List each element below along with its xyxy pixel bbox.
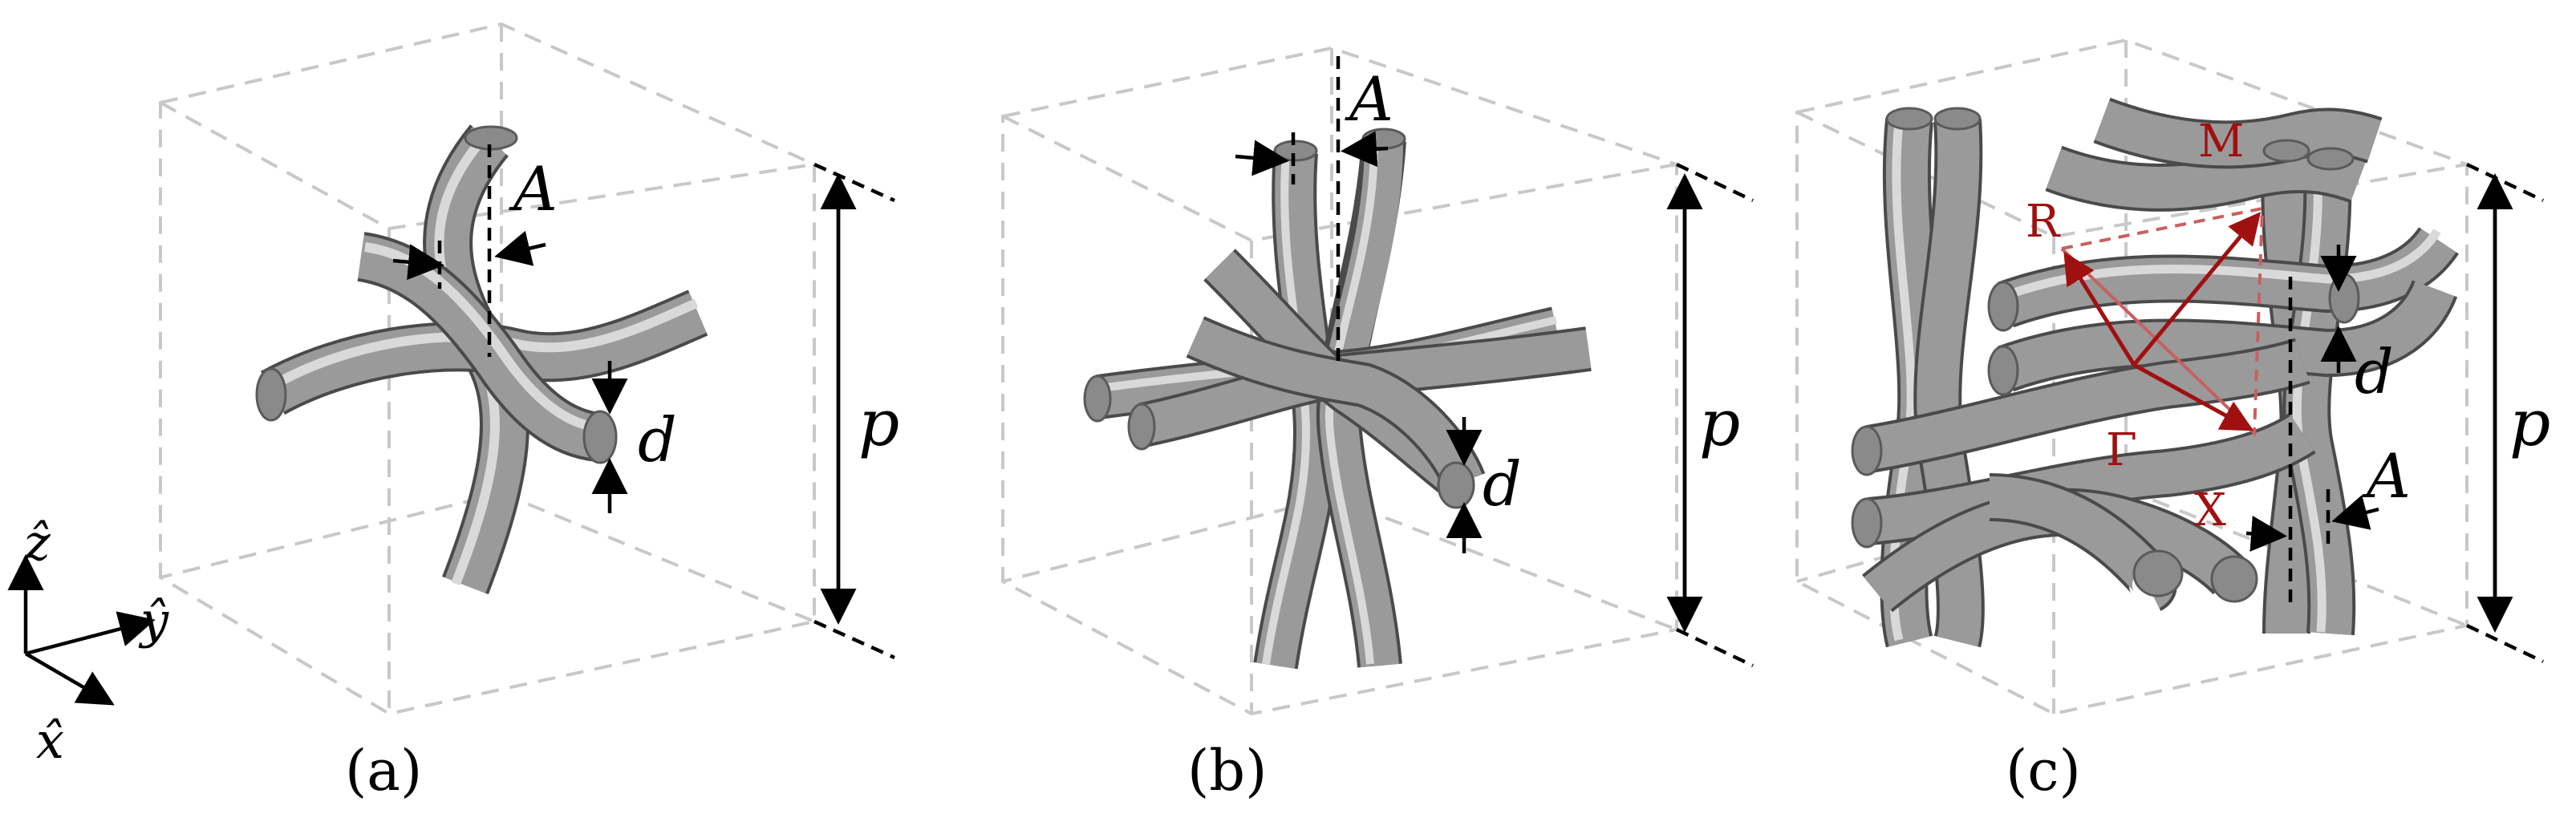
panel-c-label-d: d bbox=[2355, 336, 2394, 407]
panel-c-label-p: p bbox=[2509, 386, 2550, 460]
panel-c-label-gamma: Γ bbox=[2106, 424, 2137, 476]
panel-a-label-d: d bbox=[638, 404, 677, 476]
x-axis-label: x̂ bbox=[36, 711, 64, 770]
panel-c-caption: (c) bbox=[2006, 738, 2081, 804]
panel-c-helical-rods bbox=[1851, 97, 2459, 648]
y-axis-arrow bbox=[25, 611, 156, 656]
panel-b-dimensions bbox=[1235, 56, 1754, 668]
panel-b-label-d: d bbox=[1483, 448, 1522, 520]
y-axis-label: ŷ bbox=[138, 591, 169, 650]
panel-b-label-p: p bbox=[1699, 386, 1740, 460]
panel-b-helical-rods bbox=[1083, 128, 1592, 670]
panel-c: R M Γ X d A p (c) bbox=[1795, 38, 2550, 804]
panel-c-label-M: M bbox=[2198, 115, 2244, 168]
panel-a-dimensions bbox=[392, 144, 895, 660]
panel-c-brillouin-zone bbox=[2060, 206, 2265, 437]
panel-a: A d p (a) bbox=[159, 22, 899, 804]
panel-a-label-p: p bbox=[858, 386, 899, 460]
panel-a-helical-rods bbox=[255, 124, 708, 595]
panel-c-dimensions bbox=[2245, 162, 2544, 664]
gamma-to-M-arrow bbox=[2132, 212, 2262, 366]
gamma-to-R-arrow bbox=[2063, 251, 2136, 366]
panel-a-label-A: A bbox=[509, 153, 558, 225]
panel-a-caption: (a) bbox=[345, 738, 422, 804]
z-axis-label: ẑ bbox=[23, 513, 51, 572]
x-axis-arrow bbox=[24, 652, 115, 706]
panel-c-label-R: R bbox=[2026, 196, 2061, 248]
coordinate-axes: ẑ ŷ x̂ bbox=[7, 513, 169, 770]
panel-b: A d p (b) bbox=[1001, 46, 1754, 804]
panel-b-label-A: A bbox=[1345, 63, 1393, 135]
panel-b-caption: (b) bbox=[1187, 738, 1267, 804]
panel-c-label-A: A bbox=[2362, 440, 2411, 512]
gamma-to-X-arrow bbox=[2132, 362, 2254, 431]
panel-c-label-X: X bbox=[2194, 484, 2226, 536]
